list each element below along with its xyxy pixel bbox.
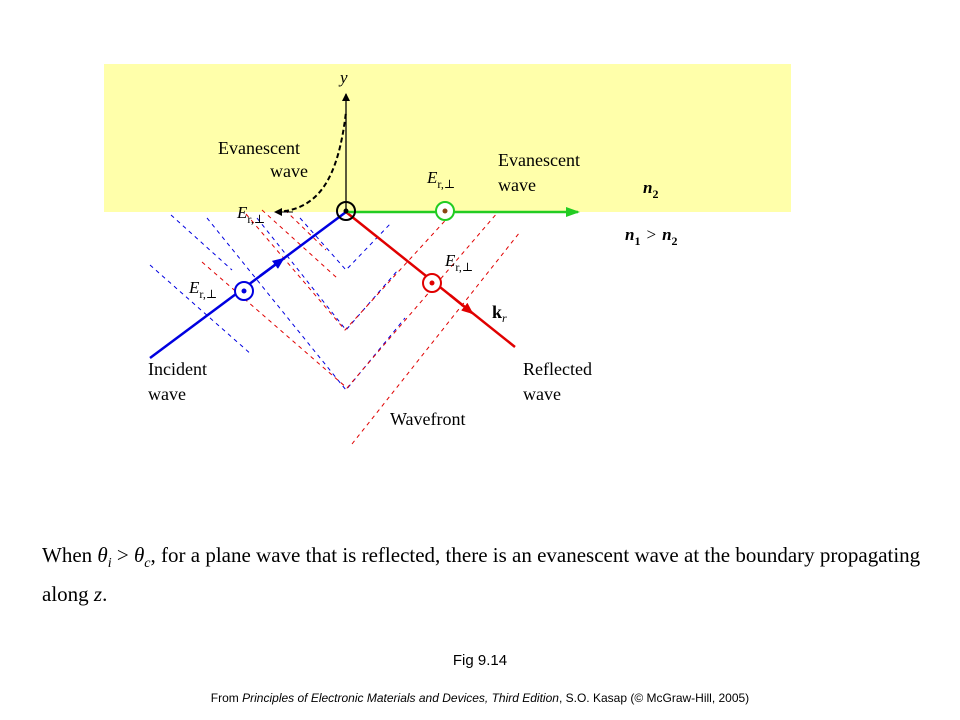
field-label-reflected: Er,⊥ <box>444 251 473 274</box>
incident-wave-label-2: wave <box>148 384 186 404</box>
field-symbol-origin <box>336 201 356 221</box>
reflected-ray-arrow <box>449 294 474 315</box>
source-credit: From Principles of Electronic Materials … <box>210 691 750 705</box>
blue-wavefront-1 <box>170 214 233 271</box>
n1-gt-n2-label: n1>n2 <box>625 225 678 248</box>
red-wavefront-4 <box>201 211 499 389</box>
field-symbol-incident <box>234 281 254 301</box>
y-axis-label: y <box>338 68 348 87</box>
wavefront-label: Wavefront <box>390 409 466 429</box>
medium-n2-region <box>104 64 791 212</box>
incident-ray-arrow <box>259 257 285 278</box>
red-wavefront-2 <box>261 209 338 279</box>
red-wavefront-1 <box>284 209 327 251</box>
red-wavefront-5 <box>351 231 521 445</box>
field-label-incident: Er,⊥ <box>188 278 217 301</box>
blue-wavefront-4 <box>256 217 399 331</box>
figure-number: Fig 9.14 <box>452 652 508 669</box>
field-label-evanescent: Er,⊥ <box>426 168 455 191</box>
blue-wavefront-5 <box>206 217 406 391</box>
evanescent-wave-diagram: y Evanescent wave Evanescent wave Er,⊥ E… <box>104 64 791 445</box>
red-wavefront-3 <box>245 211 454 331</box>
kr-label: kr <box>492 302 507 325</box>
field-symbol-evanescent <box>435 201 455 221</box>
reflected-wave-label-1: Reflected <box>523 359 592 379</box>
evanescent-left-label-2: wave <box>270 161 308 181</box>
n2-label: n2 <box>643 178 658 201</box>
evanescent-right-label-2: wave <box>498 175 536 195</box>
evanescent-right-label-1: Evanescent <box>498 150 580 170</box>
blue-wavefront-3 <box>299 217 393 271</box>
reflected-wave-label-2: wave <box>523 384 561 404</box>
blue-wavefront-2 <box>149 264 253 356</box>
evanescent-left-label-1: Evanescent <box>218 138 300 158</box>
field-symbol-reflected <box>422 273 442 293</box>
incident-wave-label-1: Incident <box>148 359 207 379</box>
field-label-origin: Er,⊥ <box>236 203 265 226</box>
evanescent-decay-curve <box>275 111 347 213</box>
figure-caption: When θi > θc, for a plane wave that is r… <box>42 543 921 607</box>
